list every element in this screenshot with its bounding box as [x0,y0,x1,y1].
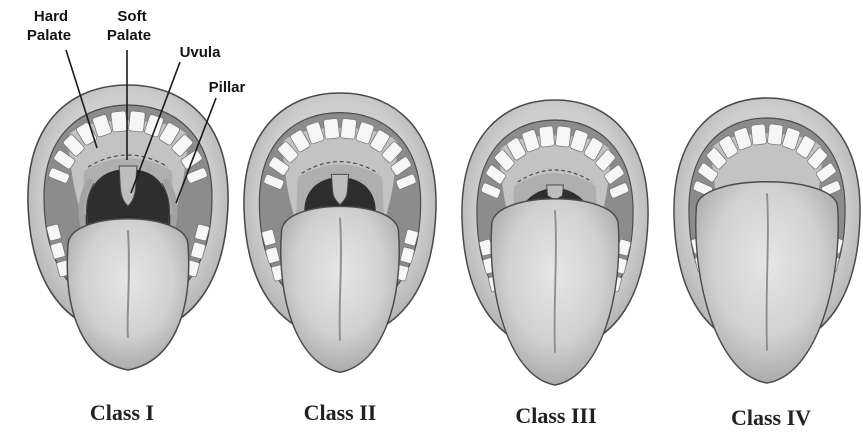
class-iii-label: Class III [515,403,596,428]
mouth-class-iii [462,100,648,385]
mouth-class-ii [244,93,436,372]
hard-palate-label-line2: Palate [27,27,71,44]
upper-tooth [751,124,767,146]
upper-tooth [539,126,555,148]
pillar-label: Pillar [209,79,246,96]
mouth-class-iv [674,98,860,383]
upper-tooth [340,118,356,139]
upper-tooth [767,124,783,146]
upper-tooth [555,126,571,148]
class-ii-label: Class II [304,400,377,425]
uvula-label: Uvula [180,44,222,61]
upper-tooth [323,118,339,139]
upper-tooth [111,111,128,133]
mouth-class-i [28,85,228,370]
soft-palate-label-line1: Soft [117,8,146,25]
upper-tooth [128,111,145,133]
hard-palate-label-line1: Hard [34,8,68,25]
soft-palate-label-line2: Palate [107,27,151,44]
class-iv-label: Class IV [731,405,811,430]
class-i-label: Class I [90,400,154,425]
mouth-illustrations [28,85,860,385]
